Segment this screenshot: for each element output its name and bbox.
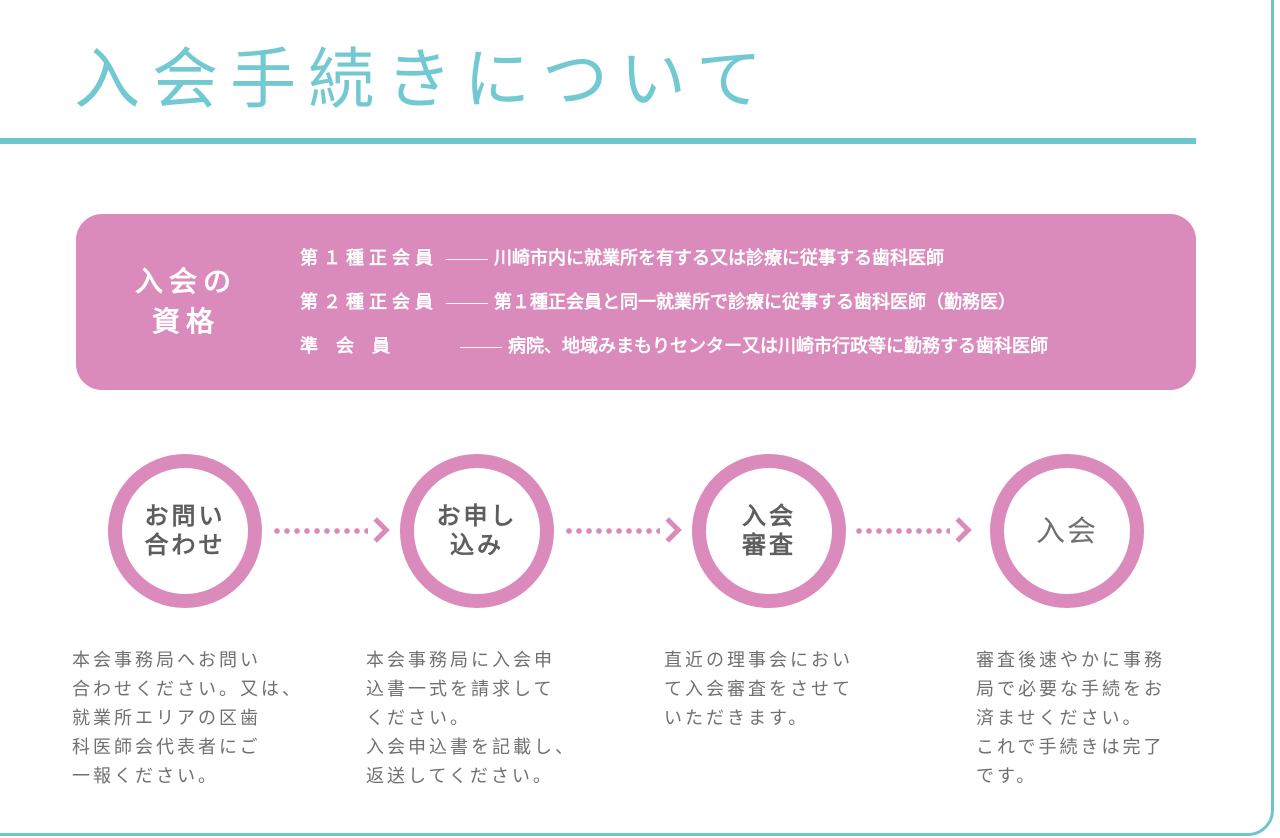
step-title: 入会 [1035, 513, 1098, 548]
arrow-right-icon [656, 517, 682, 543]
step-admission-circle: 入会 [990, 454, 1144, 608]
title-underline [0, 138, 1196, 144]
description-line: 就業所エリアの区歯 [72, 708, 261, 729]
description-line: です。 [976, 766, 1038, 787]
description-line: 局で必要な手続をお [976, 679, 1165, 700]
description-line: 合わせください。又は、 [72, 679, 303, 700]
qualification-heading-line: 資格 [151, 305, 220, 338]
step-title: 入会 審査 [742, 502, 796, 560]
dotted-line [854, 528, 950, 534]
step-title-line: 入会 [742, 502, 796, 530]
step-admission-description: 審査後速やかに事務 局で必要な手続をお 済ませください。 これで手続きは完了 で… [976, 646, 1202, 791]
qualification-panel: 入会の 資格 第１種正会員 川崎市内に就業所を有する又は診療に従事する歯科医師 第… [76, 214, 1196, 390]
step-title-line: 込み [450, 531, 504, 559]
dash-separator [446, 302, 488, 304]
step-application-description: 本会事務局に入会申 込書一式を請求して ください。 入会申込書を記載し、 返送し… [366, 646, 592, 791]
description-line: いただきます。 [664, 708, 810, 729]
step-inquiry-description: 本会事務局へお問い 合わせください。又は、 就業所エリアの区歯 科医師会代表者に… [72, 646, 303, 791]
description-line: て入会審査をさせて [664, 679, 853, 700]
member-description: 川崎市内に就業所を有する又は診療に従事する歯科医師 [494, 248, 944, 269]
description-line: 込書一式を請求して [366, 679, 555, 700]
description-line: ください。 [366, 708, 471, 729]
step-title: お申し 込み [437, 502, 518, 560]
step-title-line: 合わせ [144, 531, 226, 559]
qualification-row-regular-2: 第２種正会員 第１種正会員と同一就業所で診療に従事する歯科医師（勤務医） [300, 288, 1016, 318]
qualification-row-regular-1: 第１種正会員 川崎市内に就業所を有する又は診療に従事する歯科医師 [300, 244, 944, 274]
member-type: 準 会 員 [300, 336, 390, 357]
dotted-arrow-1 [272, 517, 392, 544]
step-title-line: 審査 [742, 531, 796, 559]
step-title-line: 入会 [1035, 513, 1098, 548]
page-title: 入会手続きについて [74, 41, 775, 118]
dotted-line [564, 528, 660, 534]
arrow-right-icon [946, 517, 972, 543]
member-description: 病院、地域みまもりセンター又は川崎市行政等に勤務する歯科医師 [508, 336, 1048, 357]
qualification-heading-line: 入会の [134, 265, 237, 298]
step-inquiry-circle: お問い 合わせ [108, 454, 262, 608]
description-line: 済ませください。 [976, 708, 1144, 729]
description-line: 返送してください。 [366, 766, 554, 787]
step-review-description: 直近の理事会におい て入会審査をさせて いただきます。 [664, 646, 890, 733]
description-line: 本会事務局に入会申 [366, 650, 555, 671]
step-title-line: お問い [144, 502, 226, 530]
step-title: お問い 合わせ [145, 502, 226, 560]
dotted-arrow-2 [564, 517, 684, 544]
description-line: 入会申込書を記載し、 [366, 737, 576, 758]
qualification-row-associate: 準 会 員 病院、地域みまもりセンター又は川崎市行政等に勤務する歯科医師 [300, 332, 1048, 362]
dash-separator [460, 346, 502, 348]
member-description: 第１種正会員と同一就業所で診療に従事する歯科医師（勤務医） [494, 292, 1016, 313]
dotted-arrow-3 [854, 517, 974, 544]
qualification-heading: 入会の 資格 [116, 262, 256, 342]
description-line: 一報ください。 [72, 766, 219, 787]
description-line: 直近の理事会におい [664, 650, 853, 671]
dotted-line [272, 528, 368, 534]
member-type: 第１種正会員 [300, 248, 438, 269]
step-application-circle: お申し 込み [400, 454, 554, 608]
description-line: 本会事務局へお問い [72, 650, 261, 671]
description-line: 審査後速やかに事務 [976, 650, 1165, 671]
arrow-right-icon [364, 517, 390, 543]
step-review-circle: 入会 審査 [692, 454, 846, 608]
description-line: 科医師会代表者にご [72, 737, 261, 758]
dash-separator [446, 258, 488, 260]
member-type: 第２種正会員 [300, 292, 438, 313]
step-title-line: お申し [436, 502, 518, 530]
description-line: これで手続きは完了 [976, 737, 1165, 758]
